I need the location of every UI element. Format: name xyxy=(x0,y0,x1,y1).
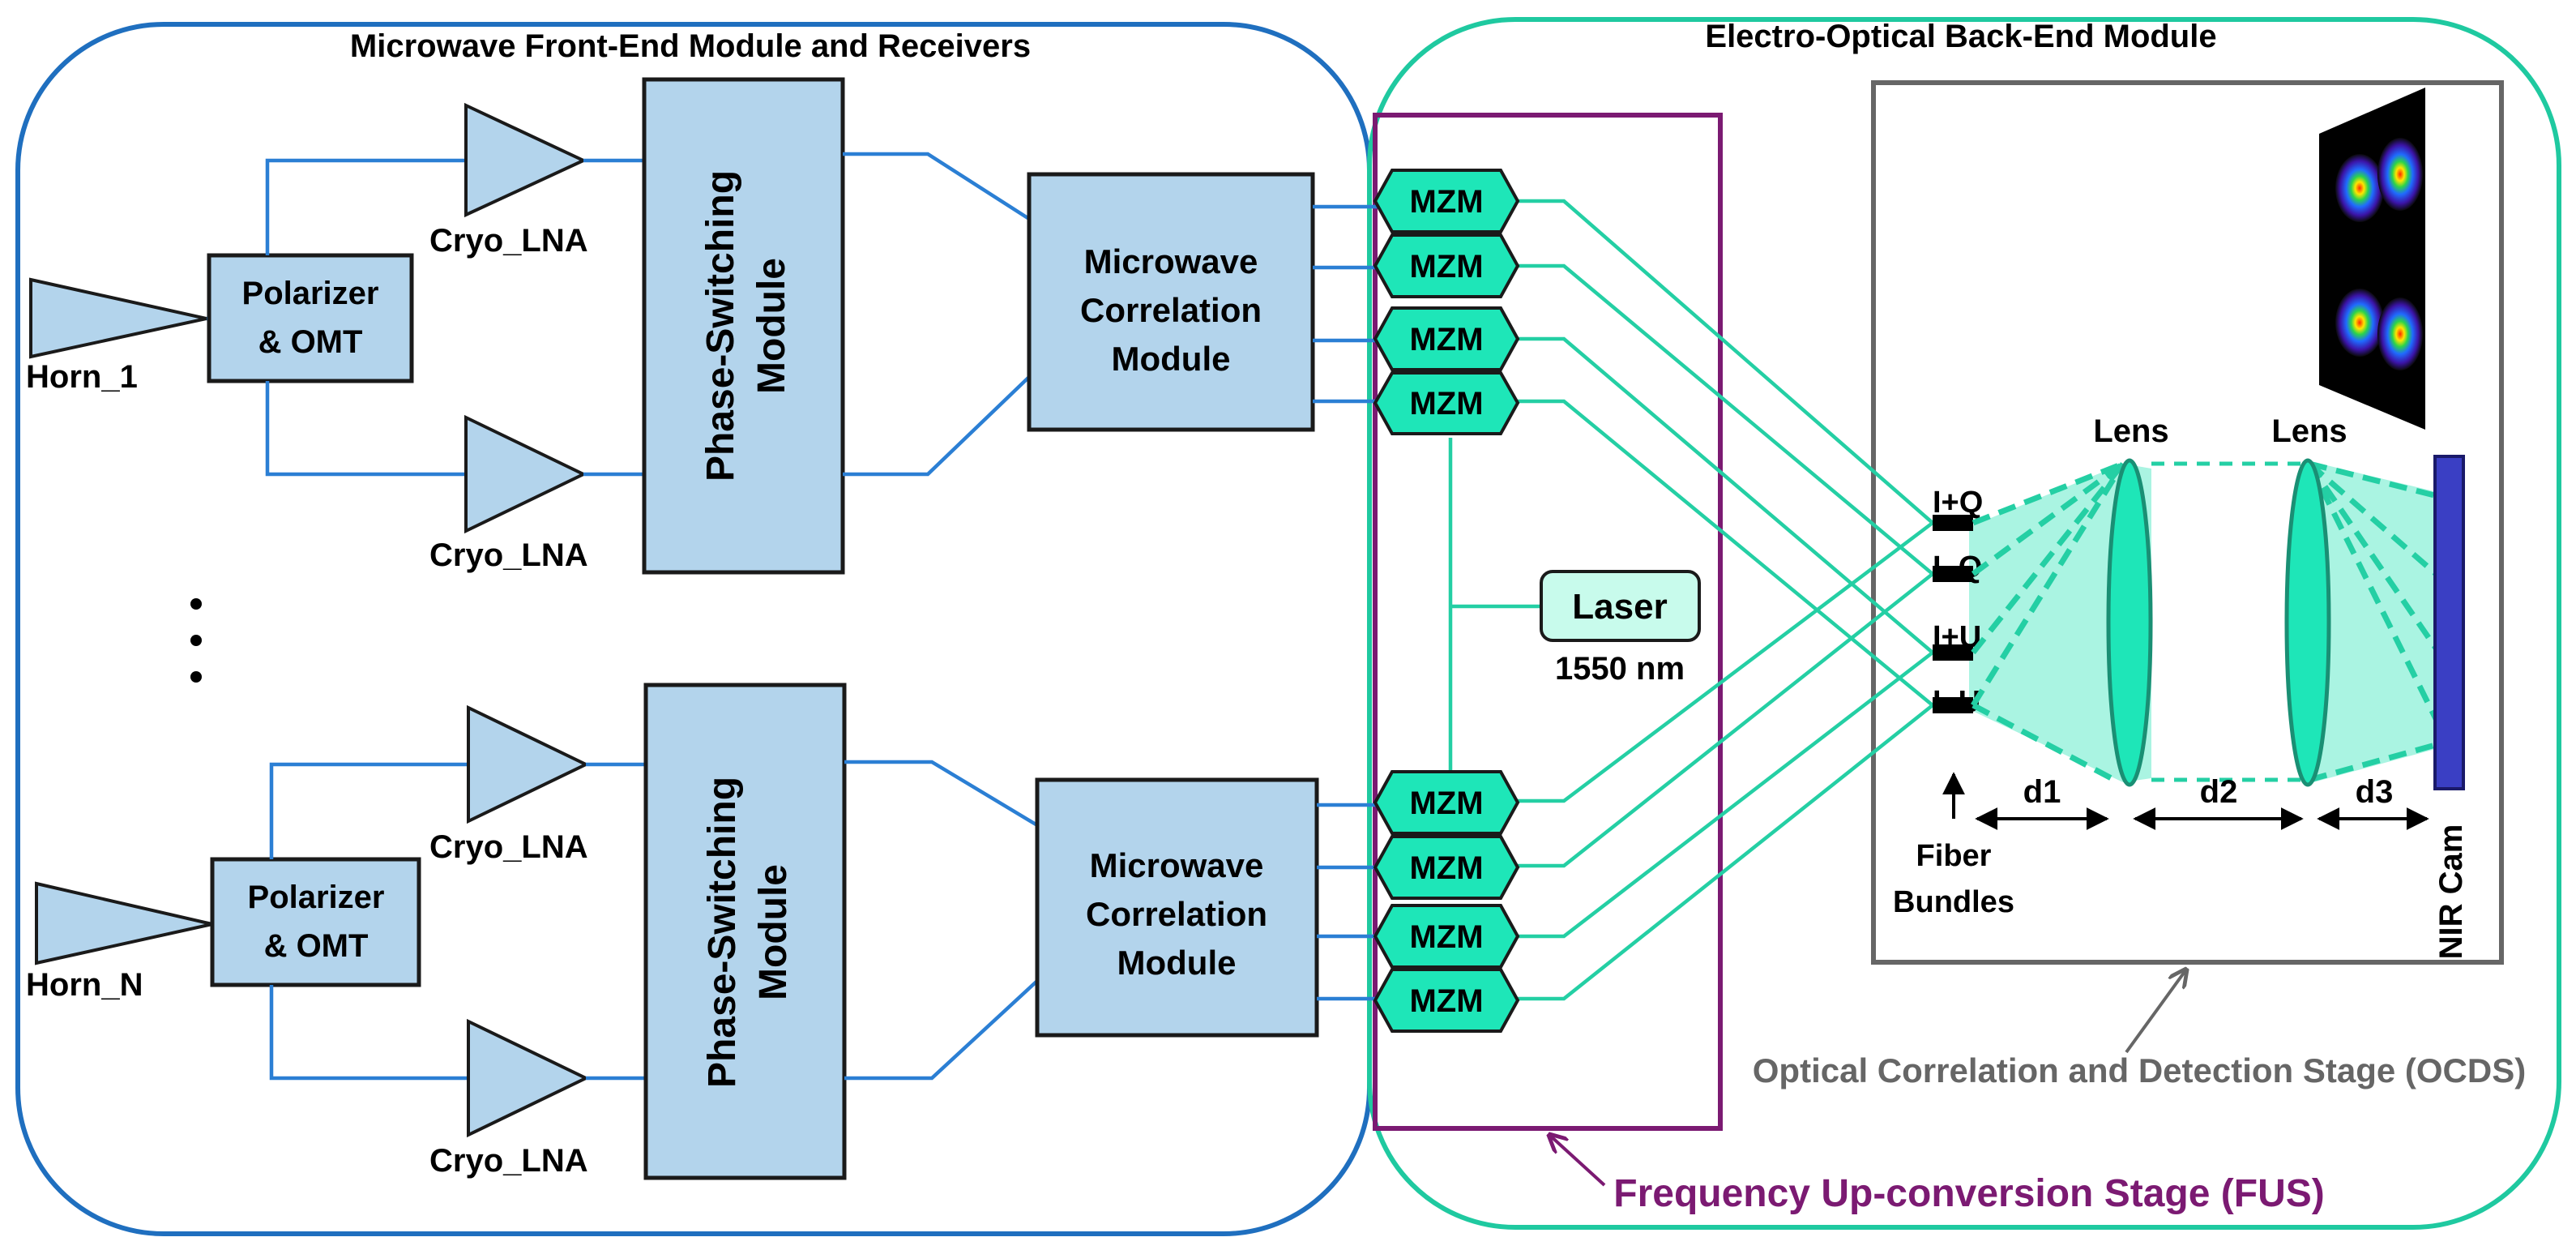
fiber-end-iq-minus xyxy=(1933,566,1973,582)
cryo-lna-nb-label: Cryo_LNA xyxy=(429,1143,588,1179)
svg-text:MZM: MZM xyxy=(1409,919,1483,955)
svg-text:MZM: MZM xyxy=(1409,184,1483,220)
fiber-bundles-label-2: Bundles xyxy=(1893,885,2014,919)
svg-text:MZM: MZM xyxy=(1409,249,1483,285)
cryo-lna-na-icon xyxy=(467,704,590,824)
mzm-2 xyxy=(1373,233,1520,298)
cryo-lna-1b-icon xyxy=(464,414,587,534)
fiber-end-iu-plus xyxy=(1933,644,1973,661)
microwave-correlation-module-n xyxy=(1035,777,1319,1038)
ocds-label: Optical Correlation and Detection Stage … xyxy=(1753,1051,2526,1089)
optical-bench: I+Q I–Q I+U I–U Lens Lens NIR Cam Fiber … xyxy=(1893,88,2469,959)
horn-1-icon xyxy=(29,277,207,359)
laser-source: Laser 1550 nm xyxy=(1448,438,1701,774)
distance-d2-label: d2 xyxy=(2200,774,2238,810)
svg-text:& OMT: & OMT xyxy=(264,928,369,964)
svg-text:Microwave: Microwave xyxy=(1084,242,1258,280)
fiber-routing xyxy=(1517,199,1934,1001)
fus-pointer xyxy=(1549,1135,1606,1187)
mzm-5 xyxy=(1373,770,1520,835)
lens-1-label: Lens xyxy=(2093,413,2168,449)
distance-d3-label: d3 xyxy=(2356,774,2394,810)
cryo-lna-na-label: Cryo_LNA xyxy=(429,829,588,865)
svg-text:Polarizer: Polarizer xyxy=(242,276,379,311)
svg-text:Correlation: Correlation xyxy=(1080,291,1262,329)
mzm-group-bottom: MZM MZM MZM MZM xyxy=(1373,770,1520,1033)
svg-text:MZM: MZM xyxy=(1409,322,1483,357)
ellipsis-dots xyxy=(190,598,202,683)
lens-1 xyxy=(2106,458,2153,787)
fiber-label-2: I–Q xyxy=(1933,550,1982,584)
phase-switching-module-1 xyxy=(642,77,845,575)
svg-text:Phase-Switching: Phase-Switching xyxy=(699,170,742,482)
nir-camera-label: NIR Cam xyxy=(2433,824,2469,960)
laser-wavelength: 1550 nm xyxy=(1555,651,1685,687)
mzm-3 xyxy=(1373,306,1520,371)
cryo-lna-nb-icon xyxy=(467,1018,590,1138)
polarizer-omt-n xyxy=(210,857,421,987)
detected-spots xyxy=(2335,138,2423,370)
fiber-end-iq-plus xyxy=(1933,515,1973,531)
fus-box xyxy=(1373,113,1723,1131)
microwave-correlation-module-1 xyxy=(1027,172,1315,432)
mzm-4 xyxy=(1373,371,1520,435)
back-end-module-border xyxy=(1367,17,2561,1230)
svg-text:Polarizer: Polarizer xyxy=(248,880,385,915)
fiber-bundles-label-1: Fiber xyxy=(1916,839,1992,873)
beam-to-lens-1 xyxy=(1969,464,2151,782)
receiver-chain-n: Horn_N Polarizer & OMT Cryo_LNA Cryo_LNA… xyxy=(26,683,1378,1180)
nir-camera xyxy=(2433,455,2465,790)
fus-label: Frequency Up-conversion Stage (FUS) xyxy=(1613,1172,2324,1215)
svg-text:Module: Module xyxy=(750,258,793,394)
back-end-title: Electro-Optical Back-End Module xyxy=(1705,19,2216,54)
svg-text:MZM: MZM xyxy=(1409,786,1483,821)
mzm-7 xyxy=(1373,904,1520,969)
svg-text:Module: Module xyxy=(1112,340,1231,378)
front-end-title: Microwave Front-End Module and Receivers xyxy=(350,28,1031,64)
svg-text:Microwave: Microwave xyxy=(1090,846,1264,884)
ocds-pointer xyxy=(2125,970,2186,1054)
cryo-lna-1b-label: Cryo_LNA xyxy=(429,537,588,573)
svg-text:Module: Module xyxy=(752,864,795,1000)
laser-label: Laser xyxy=(1572,587,1667,627)
detected-image-panel xyxy=(2319,88,2425,430)
receiver-chain-1: Horn_1 Polarizer & OMT Cryo_LNA Cryo_LNA… xyxy=(26,77,1378,575)
svg-text:MZM: MZM xyxy=(1409,983,1483,1019)
svg-text:MZM: MZM xyxy=(1409,386,1483,422)
distance-d1-label: d1 xyxy=(2023,774,2061,810)
lens-2 xyxy=(2284,458,2331,787)
mzm-8 xyxy=(1373,968,1520,1033)
phase-switching-module-n xyxy=(643,683,847,1180)
horn-n-label: Horn_N xyxy=(26,967,143,1003)
cryo-lna-1a-icon xyxy=(464,102,587,218)
mzm-1 xyxy=(1373,169,1520,233)
horn-n-icon xyxy=(35,881,213,965)
laser-box xyxy=(1540,570,1701,642)
svg-text:MZM: MZM xyxy=(1409,850,1483,886)
horn-1-label: Horn_1 xyxy=(26,359,138,395)
mzm-group-top: MZM MZM MZM MZM xyxy=(1373,169,1520,435)
svg-text:Phase-Switching: Phase-Switching xyxy=(701,777,744,1088)
svg-text:& OMT: & OMT xyxy=(258,324,363,360)
fiber-end-iu-minus xyxy=(1933,697,1973,713)
svg-text:Correlation: Correlation xyxy=(1086,895,1267,933)
cryo-lna-1a-label: Cryo_LNA xyxy=(429,223,588,259)
svg-text:Module: Module xyxy=(1117,944,1237,982)
beam-to-camera xyxy=(2313,462,2447,782)
mzm-6 xyxy=(1373,835,1520,900)
lens-2-label: Lens xyxy=(2271,413,2347,449)
polarizer-omt-1 xyxy=(207,253,414,383)
fiber-label-1: I+Q xyxy=(1933,486,1983,520)
